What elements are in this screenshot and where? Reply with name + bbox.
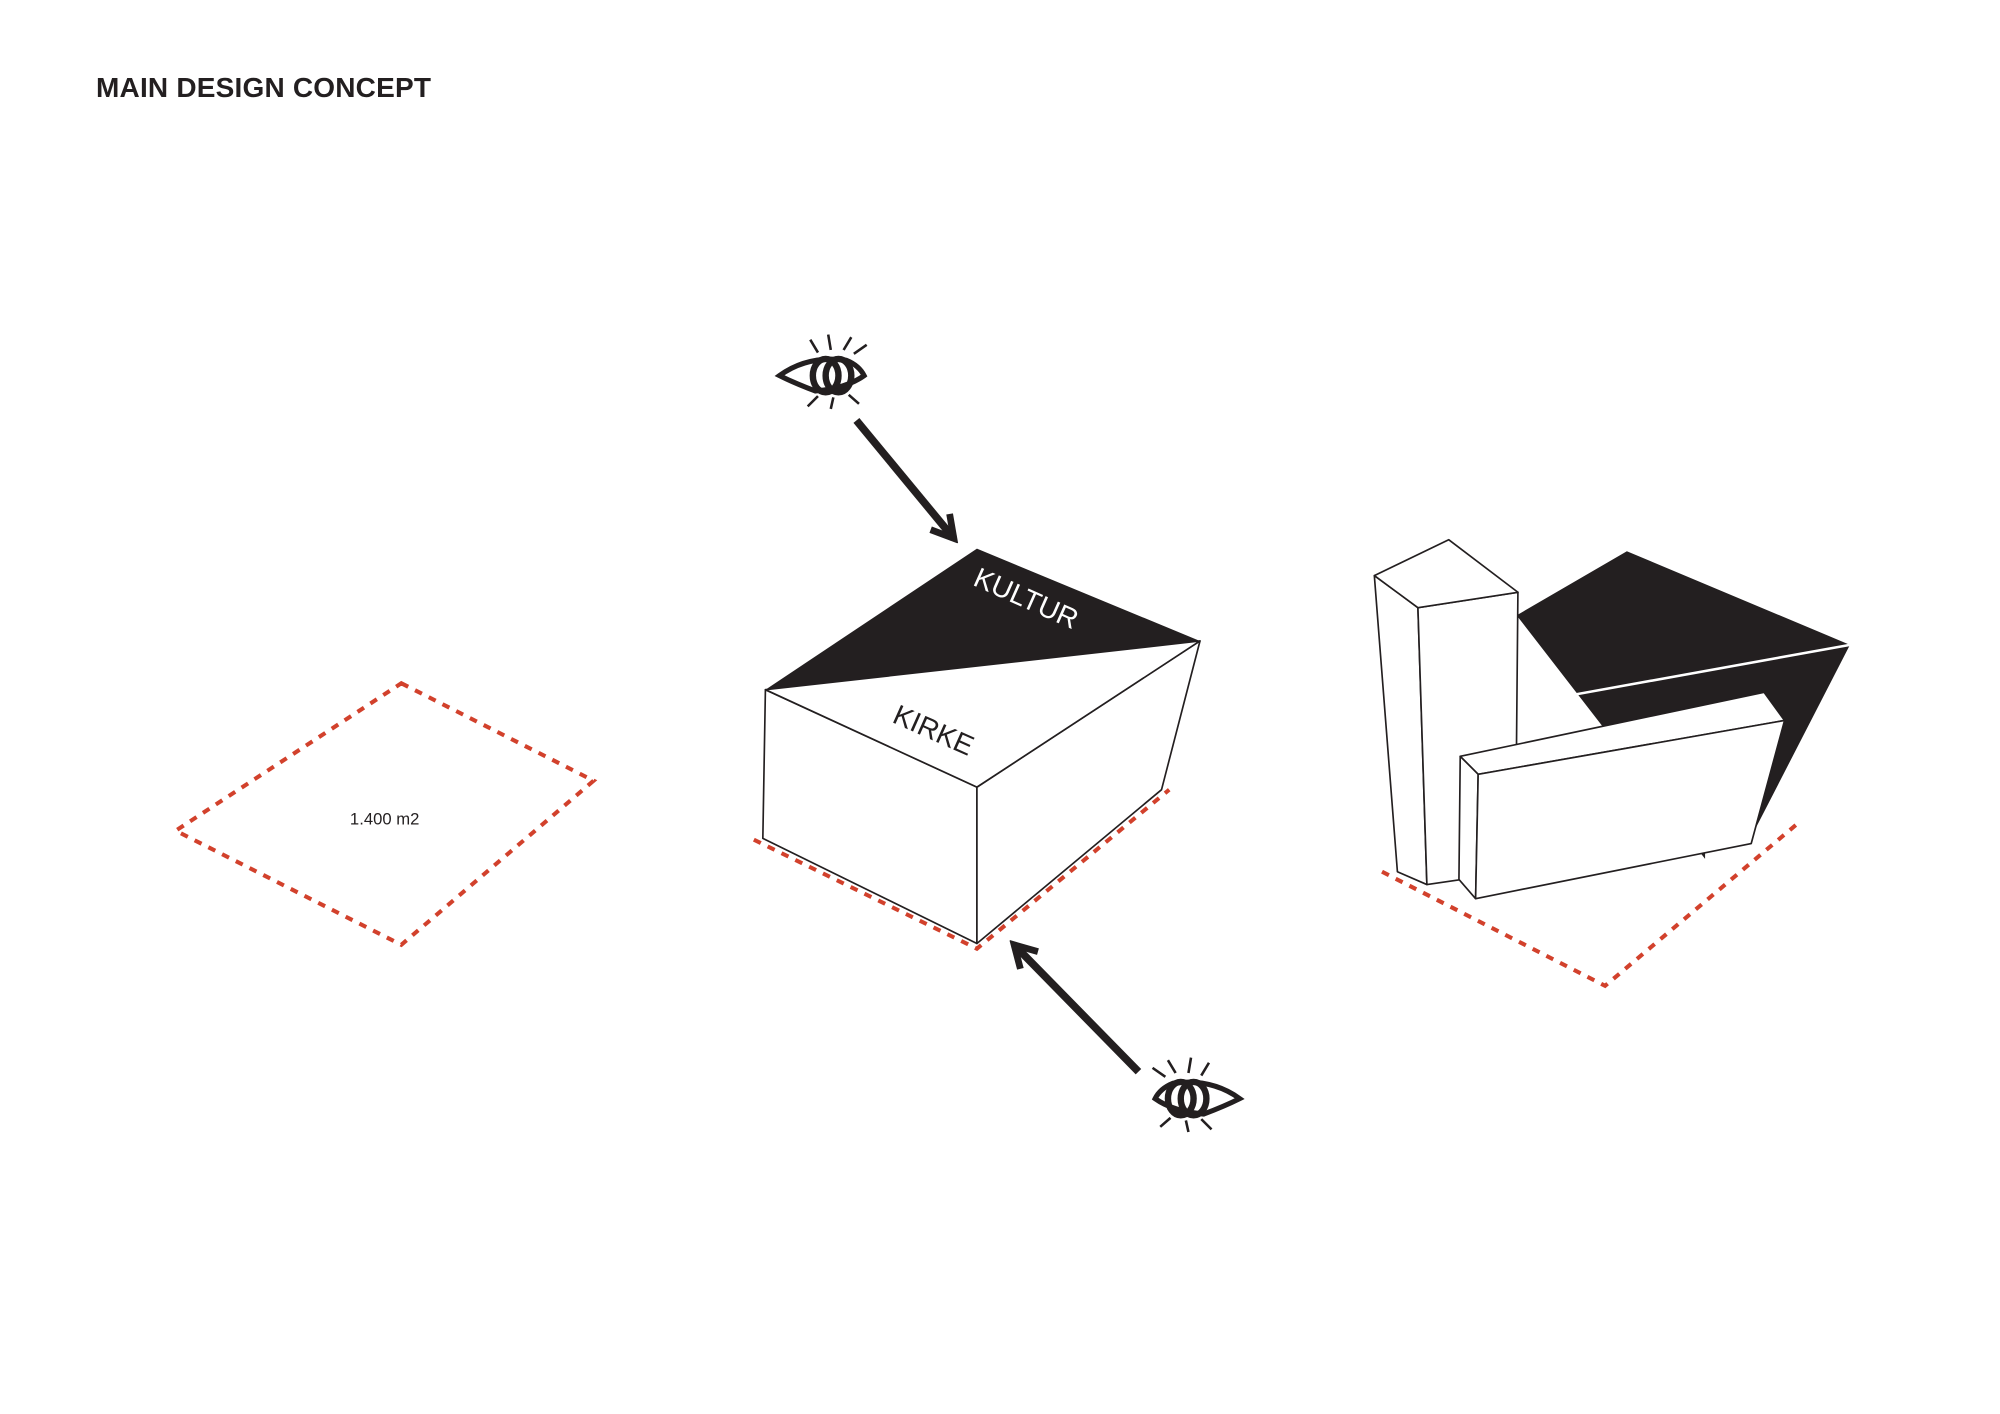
site-boundary xyxy=(171,680,598,948)
eye-icon-bottom xyxy=(1153,1058,1240,1132)
slab-front xyxy=(1474,719,1786,900)
arrow-top xyxy=(853,418,953,538)
site-plot: 1.400 m2 xyxy=(171,680,598,948)
roof-kultur xyxy=(765,548,1200,690)
volume-site-boundary xyxy=(752,788,1171,952)
tower-top xyxy=(1373,538,1519,609)
arrow-bottom xyxy=(1014,945,1142,1075)
final-massing xyxy=(1373,538,1851,989)
roof-edge xyxy=(1516,643,1851,707)
eye-icon-top xyxy=(780,335,867,409)
site-area-label: 1.400 m2 xyxy=(350,809,419,828)
massing-site-boundary xyxy=(1381,818,1803,989)
page-title: MAIN DESIGN CONCEPT xyxy=(96,72,432,103)
concept-volume: KULTUR KIRKE xyxy=(752,335,1240,1132)
